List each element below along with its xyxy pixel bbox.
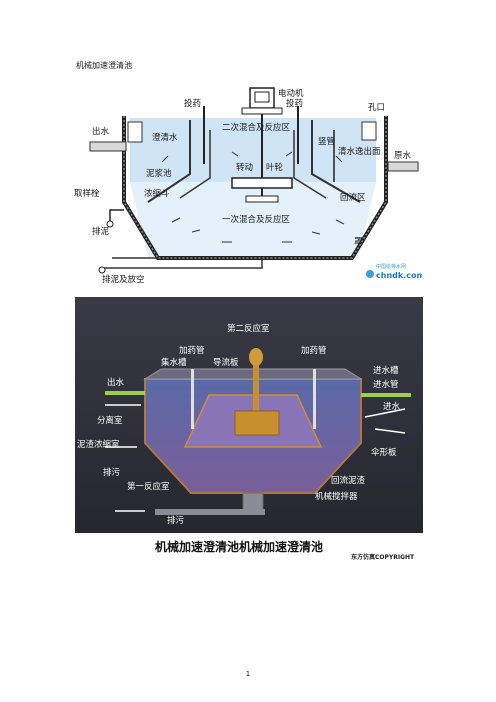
sample-pipe <box>109 209 124 222</box>
valve-icon <box>106 220 114 228</box>
label-inlet: 进水 <box>383 401 401 412</box>
tank-wall-hatch <box>123 116 387 259</box>
label-first-reaction: 第一反应室 <box>127 481 170 492</box>
raw-water-pipe <box>387 161 419 172</box>
label-guide-plate: 导流板 <box>213 357 239 368</box>
label-drain2: 排污 <box>167 515 185 526</box>
drain-pipe-bar <box>155 509 265 515</box>
label-clear-water: 澄清水 <box>152 132 178 143</box>
trough-left <box>127 121 143 143</box>
render-diagram: 第二反应室 加药管 加药管 集水槽 导流板 进水槽 进水管 出水 进水 分离室 … <box>75 297 423 562</box>
water-fill <box>130 118 376 182</box>
watermark-site: 中国给排水网 <box>376 263 406 270</box>
watermark-url: chndk.com <box>376 271 422 280</box>
label-motor: 电动机 <box>278 88 304 99</box>
flow-arrows-2 <box>105 404 406 512</box>
label-return-sludge: 回流泥渣 <box>331 475 366 486</box>
caption-strip <box>75 533 423 562</box>
label-concentrator: 浓缩斗 <box>144 188 170 199</box>
label-hole: 孔口 <box>368 103 385 113</box>
label-primary-zone: 一次混合及反应区 <box>222 214 291 225</box>
motor-icon <box>249 87 275 109</box>
label-dosing-left: 投药 <box>184 98 201 109</box>
impeller-icon <box>231 177 293 189</box>
inlet-pipe-bar <box>361 393 411 397</box>
doc-title: 机械加速澄清池 <box>76 61 132 70</box>
flow-arrows <box>161 151 345 243</box>
inner-left <box>179 130 211 199</box>
label-secondary-zone: 二次混合及反应区 <box>222 122 291 133</box>
label-inlet-trough: 进水槽 <box>373 365 399 376</box>
label-collect-trough: 集水槽 <box>161 357 187 368</box>
dosing-pipe-left-bar <box>191 369 194 429</box>
hood-left <box>147 120 191 203</box>
label-overflow: 清水逸出面 <box>338 146 381 157</box>
watermark-logo-icon <box>366 270 374 278</box>
label-return-zone: 回流区 <box>340 192 366 203</box>
copyright-text: 东方仿真COPYRIGHT <box>351 553 415 561</box>
outlet-pipe <box>89 141 127 152</box>
label-sample-valve: 取样栓 <box>74 188 100 199</box>
figure-caption: 机械加速澄清池机械加速澄清池 <box>155 539 323 554</box>
outlet-pipe-bar <box>105 391 145 395</box>
page-number: 1 <box>245 670 251 678</box>
label-inlet-pipe: 进水管 <box>373 379 399 390</box>
label-raw-water: 原水 <box>394 150 412 161</box>
label-mixer: 机械搅拌器 <box>315 491 358 502</box>
label-dosing-pipe-left: 加药管 <box>179 345 205 356</box>
drain-pipe-bottom <box>102 258 263 269</box>
label-sludge-pool: 泥浆池 <box>146 168 172 179</box>
motor-inner <box>254 91 270 103</box>
label-second-reaction: 第二反应室 <box>227 323 270 334</box>
label-outlet: 出水 <box>92 126 110 137</box>
label-drain-empty: 排泥及放空 <box>102 274 145 285</box>
label-separation: 分离室 <box>97 415 123 426</box>
label-riser: 竖管 <box>318 136 335 147</box>
line-diagram: 投药 电动机 投药 孔口 出水 澄清水 二次混合及反应区 竖管 清水逸出面 原水… <box>74 87 422 285</box>
label-rotate: 转动 <box>236 162 254 173</box>
valve-icon-bottom <box>98 266 106 274</box>
hood-right <box>311 120 361 203</box>
label-hood: 罩 <box>354 237 363 247</box>
label-drain-sludge: 排泥 <box>92 226 110 237</box>
motor-base <box>241 107 283 115</box>
rotor-shaft <box>253 351 259 435</box>
inner-right <box>293 130 327 199</box>
label-dosing-right: 投药 <box>286 98 303 109</box>
label-dosing-pipe-right: 加药管 <box>301 345 327 356</box>
rotor-top-icon <box>249 348 263 366</box>
watermark: 中国给排水网 chndk.com <box>366 263 422 280</box>
rotor-icon <box>234 410 280 436</box>
label-outlet-2: 出水 <box>107 377 125 388</box>
trough-right <box>361 121 377 141</box>
label-impeller: 叶轮 <box>266 162 284 173</box>
lower-water-fill <box>130 182 376 258</box>
label-sludge-conc: 泥渣浓缩室 <box>77 439 120 450</box>
blade-icon <box>245 195 279 203</box>
label-umbrella: 伞形板 <box>371 447 397 458</box>
dosing-pipe-right-bar <box>313 369 316 429</box>
label-drain1: 排污 <box>103 467 121 478</box>
